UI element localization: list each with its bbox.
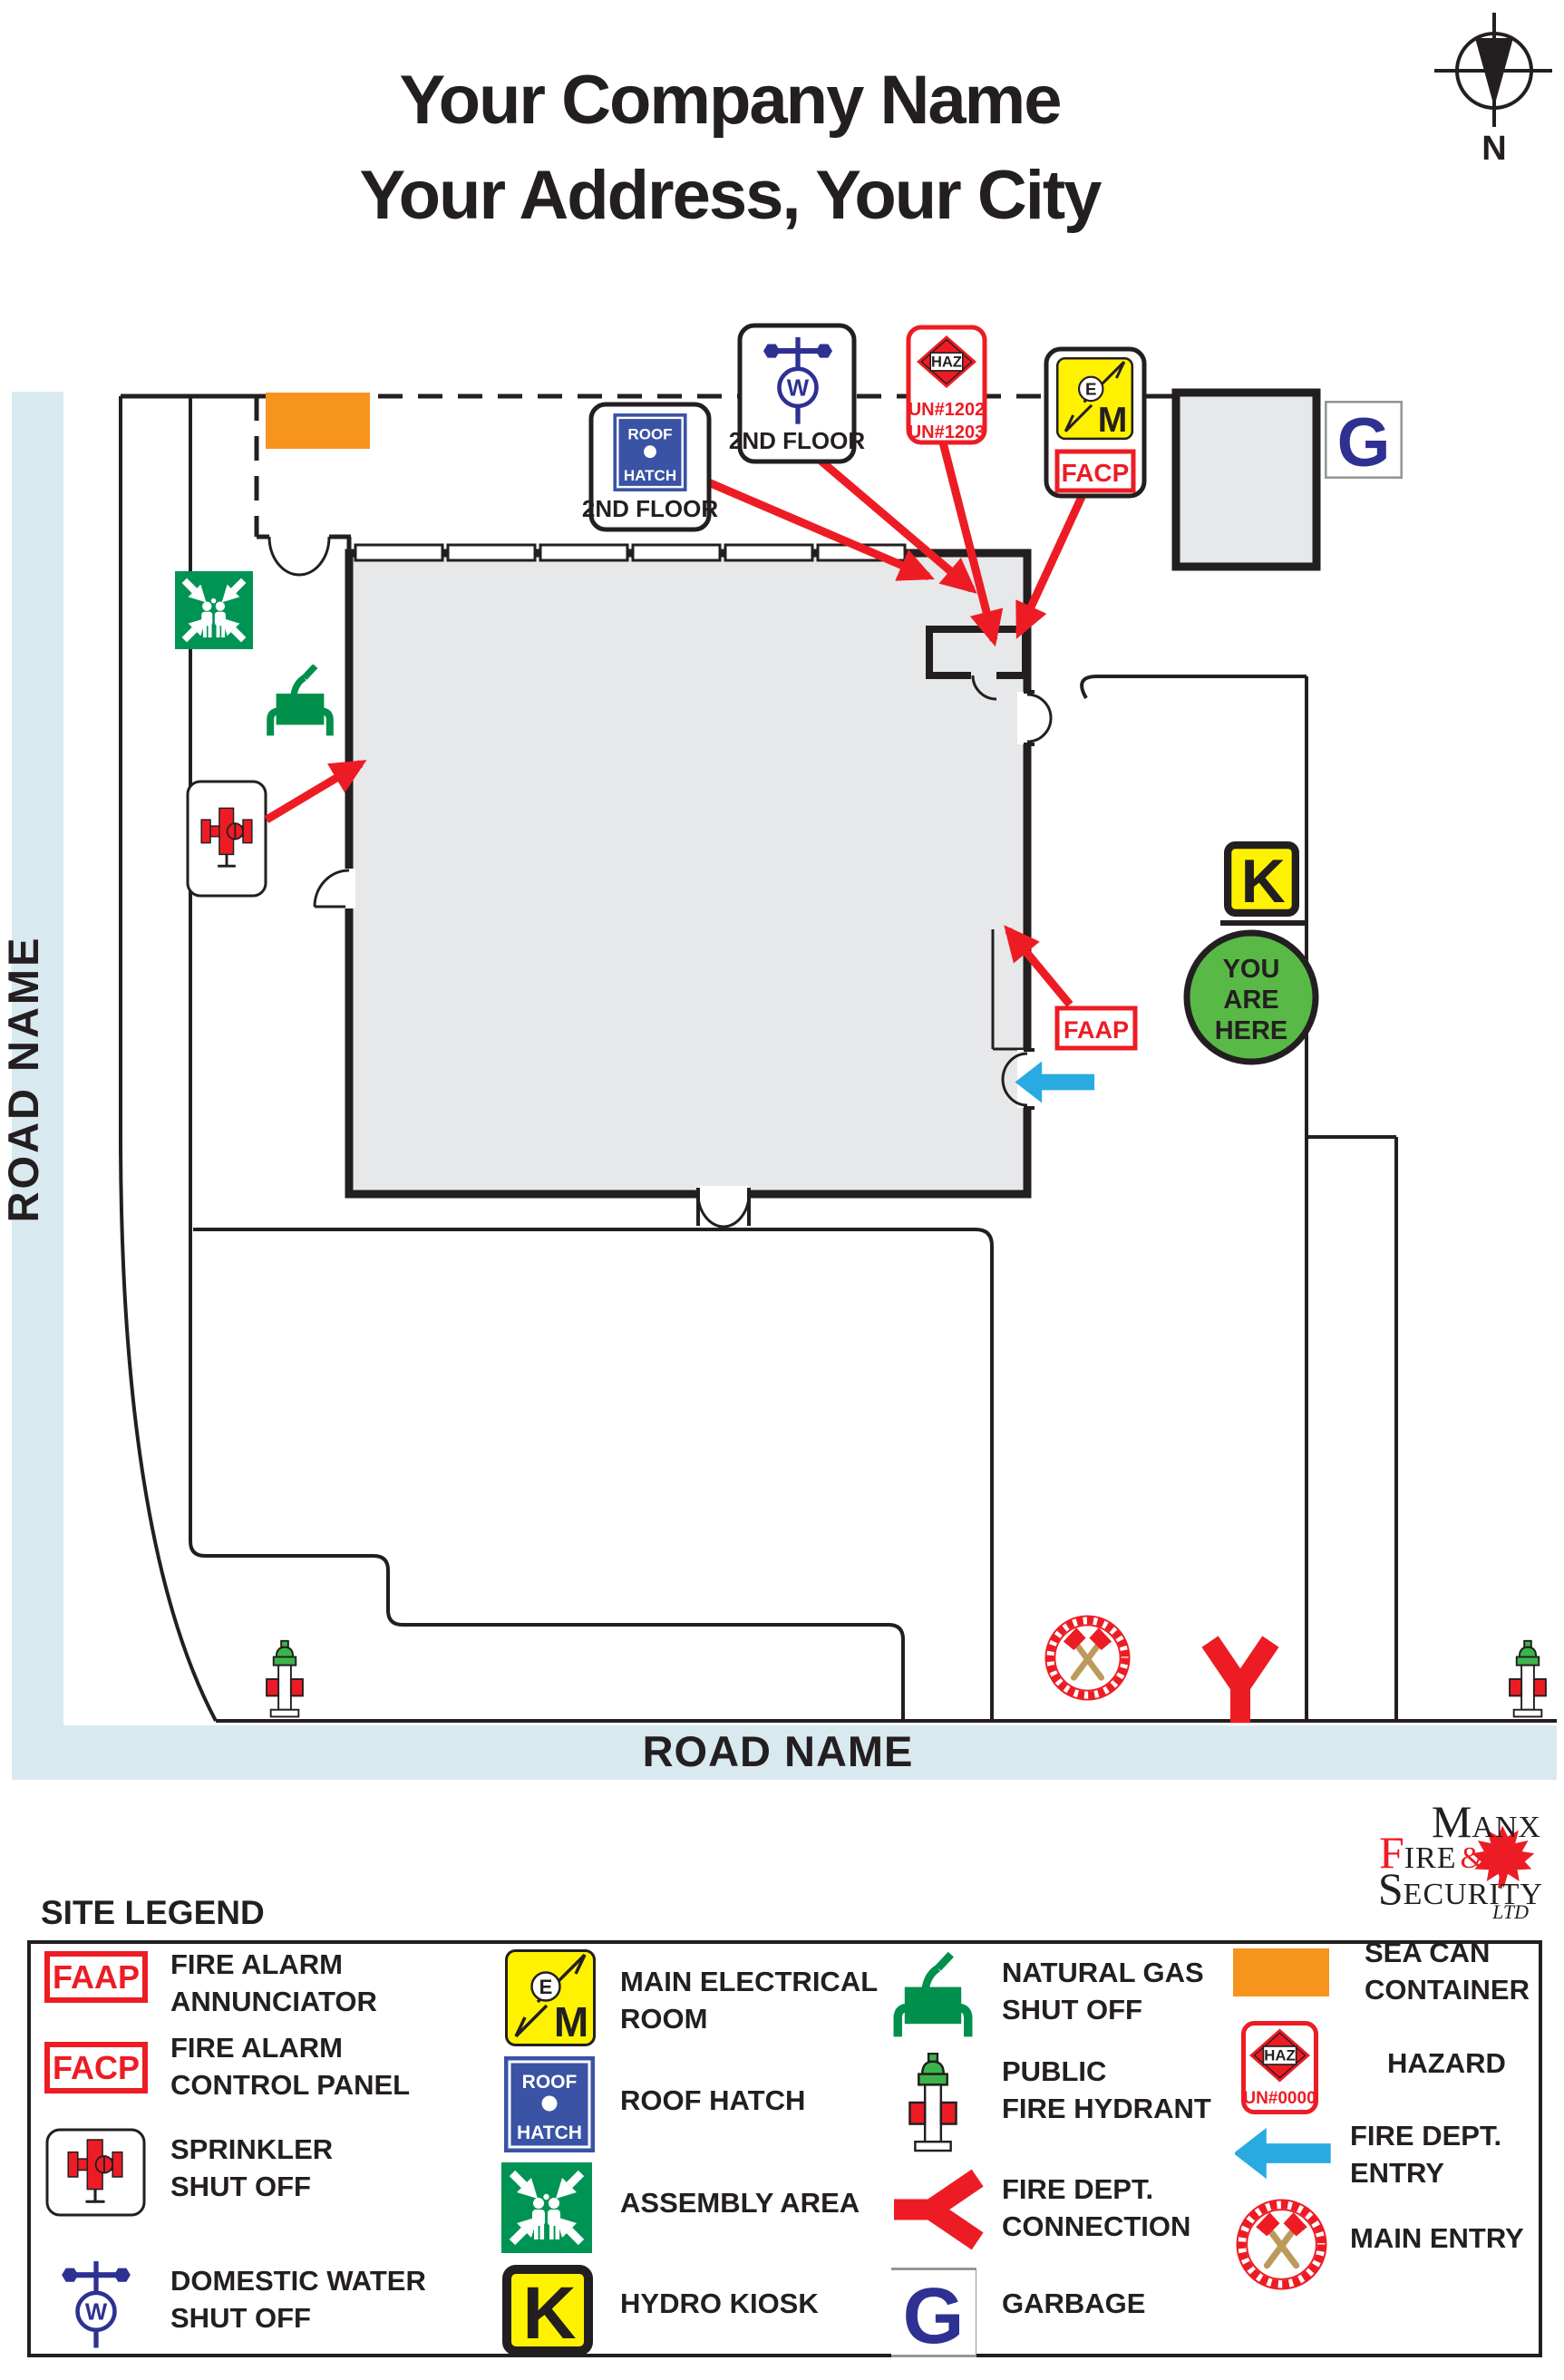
legend-hazard-icon: UN#0000 xyxy=(1241,2021,1318,2114)
vestibule xyxy=(991,929,1024,1051)
legend-electrical-icon xyxy=(505,1949,596,2047)
property-lines xyxy=(119,393,1557,1723)
logo-line-manx: MANX xyxy=(1431,1796,1541,1847)
bottom-road-name: ROAD NAME xyxy=(643,1727,914,1775)
east-double-door xyxy=(1017,690,1053,746)
legend-fd-entry-label: FIRE DEPT.ENTRY xyxy=(1350,2120,1502,2189)
legend-main-entry-label: MAIN ENTRY xyxy=(1350,2222,1524,2254)
north-compass: N xyxy=(1434,13,1552,168)
legend-roof-hatch-label: ROOF HATCH xyxy=(620,2084,806,2116)
room-door-gap xyxy=(971,669,996,680)
legend-border xyxy=(27,1940,1542,2357)
legend-garbage-icon xyxy=(891,2268,976,2357)
legend-seacan-icon xyxy=(1233,1948,1329,1996)
facp-box xyxy=(1054,449,1136,493)
hazard-callout: UN#1202 UN#1203 xyxy=(906,325,987,445)
west-door xyxy=(313,869,355,908)
sprinkler-callout xyxy=(186,780,267,898)
roof-hatch-callout: 2ND FLOOR xyxy=(582,402,718,532)
north-needle xyxy=(1475,38,1513,107)
north-label: N xyxy=(1481,130,1506,168)
hydrant-right-map-icon xyxy=(1509,1639,1547,1718)
hydrant-left-map-icon xyxy=(266,1639,304,1718)
legend-kiosk-icon xyxy=(501,2265,594,2356)
faap-label: FAAP xyxy=(1064,1016,1129,1044)
legend-main-entry-icon xyxy=(1233,2198,1331,2291)
legend-gas-icon xyxy=(886,1946,980,2045)
roof-hatch-caption: 2ND FLOOR xyxy=(582,495,718,522)
logo-line-security: SECURITY xyxy=(1377,1863,1543,1914)
legend-assembly-icon xyxy=(501,2162,592,2253)
garbage-enclosure xyxy=(1171,388,1321,571)
assembly-area-map-icon xyxy=(175,571,253,649)
page-title: Your Company Name Your Address, Your Cit… xyxy=(0,53,1460,243)
legend-sprinkler-icon xyxy=(45,2128,146,2217)
legend-water-icon xyxy=(49,2259,144,2349)
sea-can-container xyxy=(266,393,370,449)
svg-text:ARE: ARE xyxy=(1223,986,1278,1015)
legend-kiosk-label: HYDRO KIOSK xyxy=(620,2288,819,2319)
left-road xyxy=(12,392,63,1780)
legend-heading: SITE LEGEND xyxy=(41,1894,265,1931)
left-road-name: ROAD NAME xyxy=(0,936,47,1223)
main-entry-map-icon xyxy=(1045,1616,1129,1699)
logo-line-ltd: LTD xyxy=(1492,1900,1529,1923)
haz-un2: UN#1203 xyxy=(908,423,986,442)
legend-fd-entry-icon xyxy=(1235,2128,1331,2179)
logo-line-fire: FIRE & xyxy=(1378,1827,1485,1878)
north-entrance-doors xyxy=(257,534,352,577)
electrical-facp-callout: FACP xyxy=(1044,346,1147,499)
legend-assembly-label: ASSEMBLY AREA xyxy=(620,2187,860,2219)
hydro-kiosk-map-icon xyxy=(1228,845,1296,916)
garbage-map-icon xyxy=(1324,401,1404,479)
legend-fdc-icon xyxy=(894,2161,985,2259)
legend-fdc-label: FIRE DEPT.CONNECTION xyxy=(1002,2173,1191,2242)
hazard-un-text: UN#0000 xyxy=(1243,2089,1316,2108)
haz-un1: UN#1202 xyxy=(908,400,986,420)
legend-hazard-label: HAZARD xyxy=(1387,2047,1506,2079)
facp-label: FACP xyxy=(1062,459,1130,487)
legend-roof-hatch-icon xyxy=(504,2056,595,2152)
legend-hydrant-icon xyxy=(908,2053,957,2152)
legend-facp-icon: FACP xyxy=(44,2042,148,2093)
water-callout: 2ND FLOOR xyxy=(729,323,865,464)
interior-room xyxy=(926,626,1029,679)
water-caption: 2ND FLOOR xyxy=(729,427,865,454)
gas-shut-off-map-icon xyxy=(270,666,330,736)
manx-logo: MANX FIRE & SECURITY LTD xyxy=(1333,1795,1550,1923)
company-address: Your Address, Your City xyxy=(359,157,1103,234)
maple-leaf-icon xyxy=(1472,1825,1535,1889)
fire-dept-connection-map-icon xyxy=(1210,1642,1271,1724)
you-are-here: YOU ARE HERE xyxy=(1183,929,1319,1065)
company-name: Your Company Name xyxy=(399,62,1063,139)
room-door-arc xyxy=(971,675,997,701)
leader-arrows xyxy=(264,441,1086,1007)
svg-text:HERE: HERE xyxy=(1215,1016,1288,1045)
bottom-road xyxy=(12,1725,1557,1780)
building xyxy=(345,549,1032,1199)
legend-faap-icon: FAAP xyxy=(44,1951,148,2003)
faap-callout: FAAP xyxy=(1054,1005,1138,1051)
south-double-door xyxy=(696,1186,751,1229)
legend-garbage-label: GARBAGE xyxy=(1002,2288,1146,2319)
svg-text:YOU: YOU xyxy=(1223,955,1280,984)
